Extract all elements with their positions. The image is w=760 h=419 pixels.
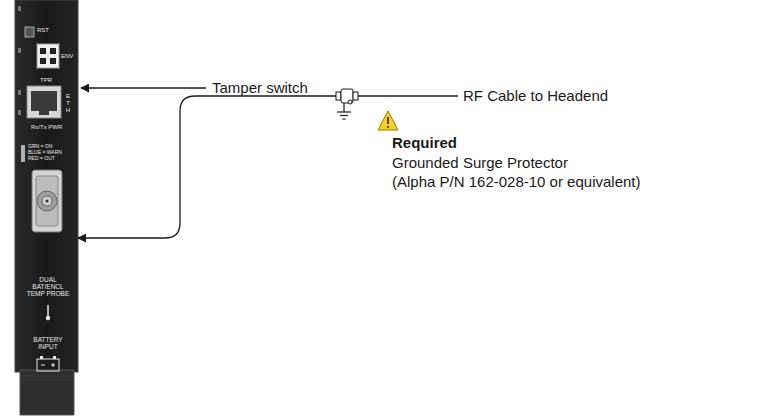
callout-label: Tamper switch [212,79,308,97]
callout-label: Grounded Surge Protector [392,154,568,172]
faceplate-panel: RST ENV TPR ETH Rx/Tx PWR GRN = ONBLUE = WARN… [15,0,78,372]
callout-label: (Alpha P/N 162-028-10 or equivalent) [392,173,640,191]
panel-label: RED = OUT [28,156,55,162]
panel-label: ETH [65,93,71,114]
panel-label: BLUE = WARN [28,150,62,156]
panel-label: DUAL BAT/ENCL TEMP PROBE [26,276,70,297]
panel-label: Rx/Tx PWR [31,124,62,131]
panel-label: RST [37,27,49,34]
callout-label: Required [392,134,457,152]
callout-label: RF Cable to Headend [463,87,608,105]
panel-label: TPR [40,77,52,84]
panel-label: GRN = ON [28,144,52,150]
panel-label: ENV [61,53,73,60]
panel-label: BATTERY INPUT [29,336,67,350]
